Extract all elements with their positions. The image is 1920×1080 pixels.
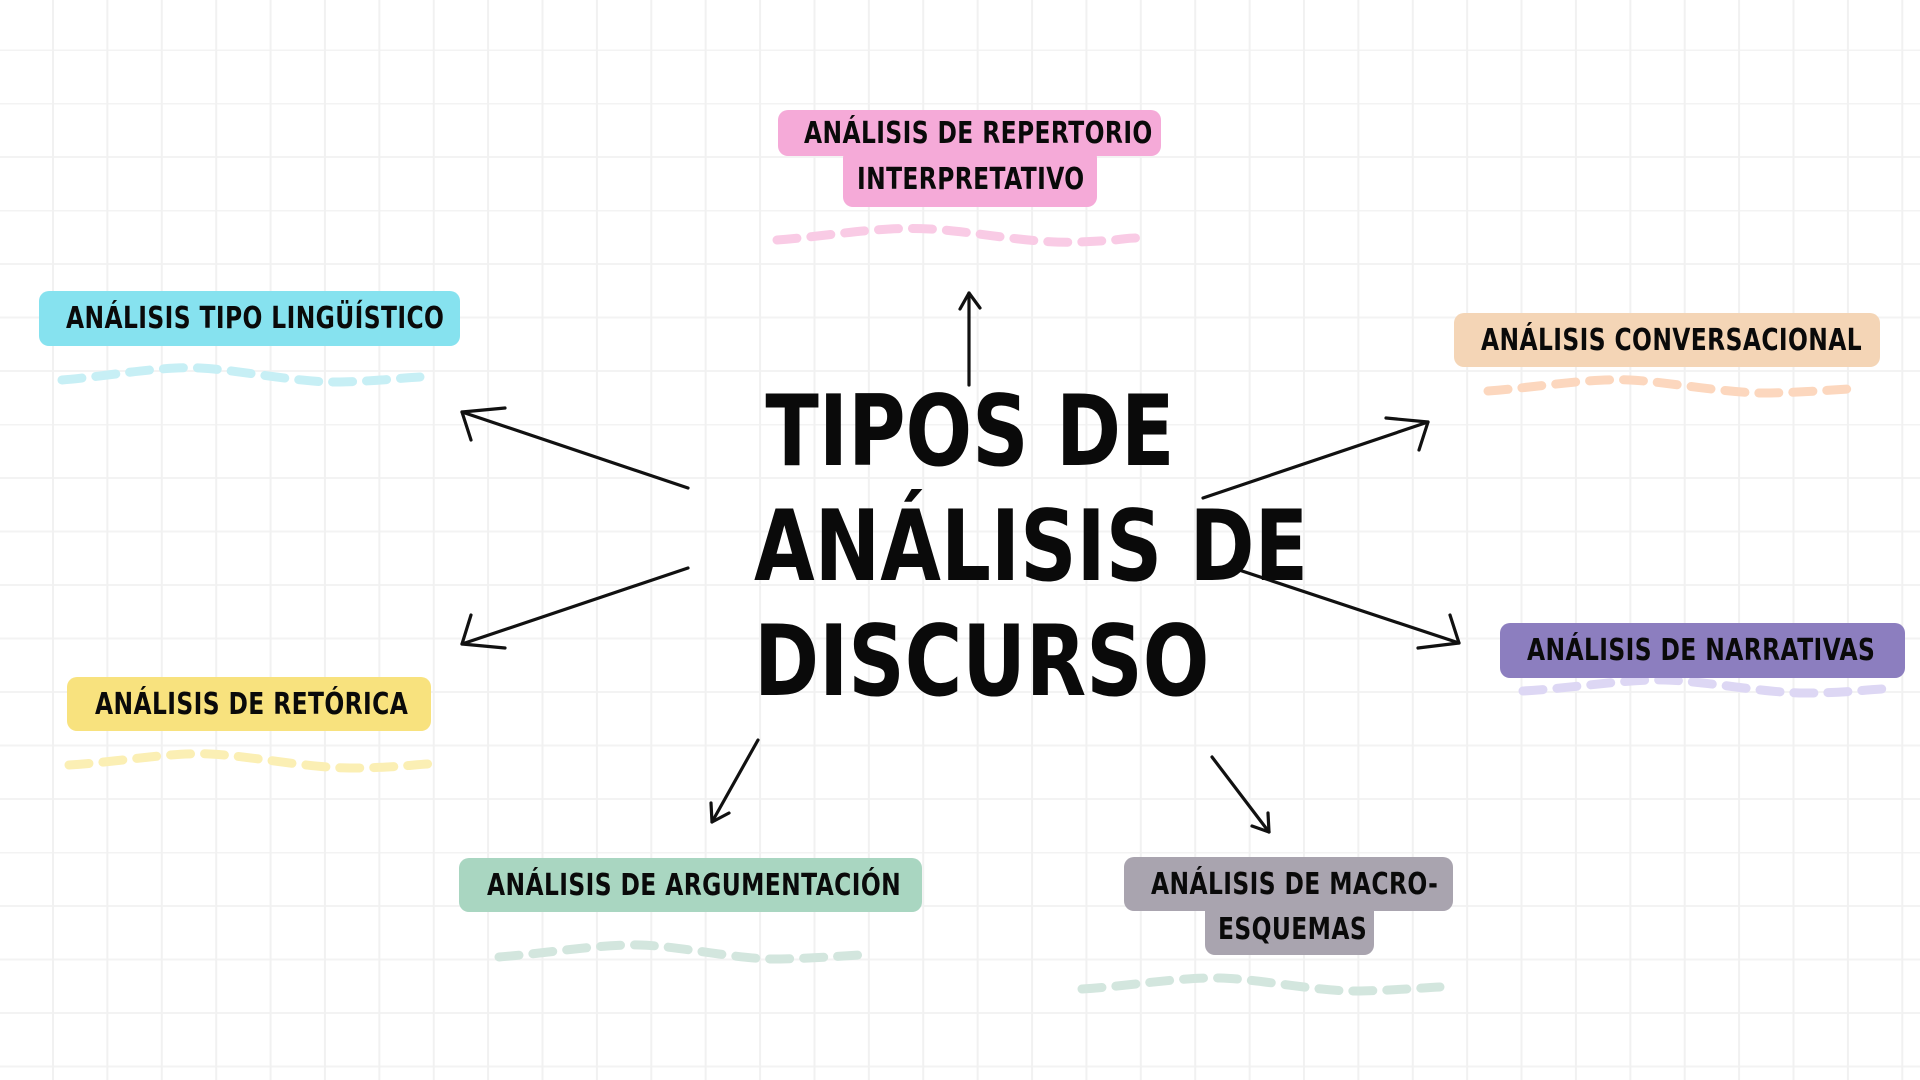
- branch-box: [1500, 623, 1905, 678]
- branch-box: [1205, 900, 1374, 955]
- branch-label: Análisis de macro-: [1151, 866, 1439, 902]
- branch-box: [67, 677, 431, 731]
- dashed-underline-repertorio: [772, 223, 1142, 247]
- central-topic-line-2: Análisis de: [754, 490, 1309, 604]
- branch-box: [39, 291, 460, 346]
- branch-label: Interpretativo: [857, 161, 1085, 197]
- branch-label: Análisis de narrativas: [1527, 633, 1876, 668]
- arrow-lower-right-icon: [1231, 566, 1461, 650]
- central-topic: Tipos de Análisis de Discurso: [700, 375, 1309, 720]
- dashed-underline-narrativas: [1518, 675, 1887, 698]
- branch-label: Análisis tipo lingüístico: [66, 301, 445, 336]
- dashed-underline-argumentacion: [494, 940, 865, 964]
- dashed-underline-macroesquemas: [1077, 973, 1445, 996]
- branch-label: Análisis de retórica: [95, 686, 409, 722]
- dashed-underline-retorica: [64, 749, 433, 773]
- arrow-upper-left-icon: [460, 406, 690, 490]
- branch-box: [459, 858, 922, 912]
- arrow-lower-left-icon: [460, 566, 690, 650]
- branch-label: esquemas: [1218, 911, 1368, 947]
- central-topic-line-1: Tipos de: [765, 375, 1175, 489]
- dashed-underline-linguistico: [57, 363, 425, 387]
- branch-label: Análisis conversacional: [1481, 322, 1863, 358]
- dashed-underline-conversacional: [1483, 375, 1853, 398]
- branch-label: Análisis de Repertorio: [804, 115, 1153, 151]
- branch-label: Análisis de argumentación: [487, 867, 902, 903]
- branch-box: [843, 148, 1097, 207]
- arrow-up-icon: [958, 291, 982, 387]
- arrow-upper-right-icon: [1201, 416, 1430, 500]
- central-topic-line-3: Discurso: [754, 605, 1210, 719]
- branch-box: [1454, 313, 1880, 367]
- arrow-bottom-left-icon: [709, 738, 760, 824]
- arrow-bottom-right-icon: [1210, 755, 1271, 834]
